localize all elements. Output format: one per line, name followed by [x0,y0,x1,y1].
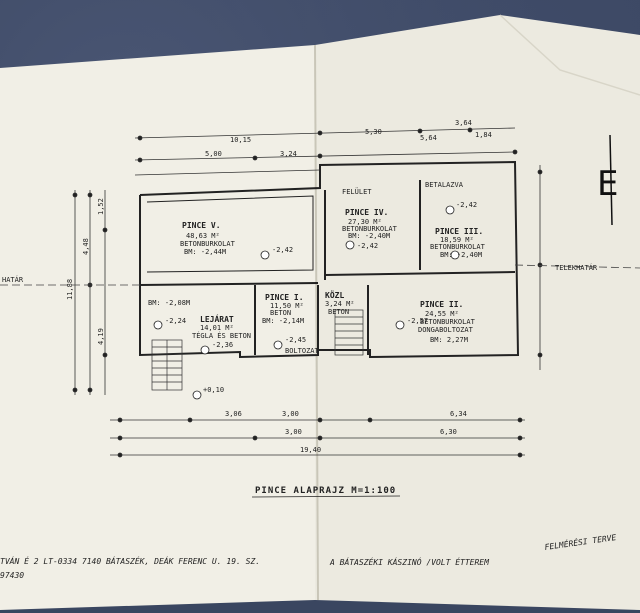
room-pince3-name: PINCE III. [435,227,483,236]
room-pince2-ceiling: DONGABOLTOZAT [418,326,474,334]
room-pince1-vault: BOLTOZAT [285,347,320,355]
dim-bot2: 3,00 [282,410,299,418]
room-pince2-floor: BETONBURKOLAT [420,318,476,326]
dim-top3: 5,64 [420,134,437,142]
room-lejarat-level: BM: -2,08M [148,299,190,307]
room-kozl-area: 3,24 M² [325,300,355,308]
note-felulet: FELÜLET [342,187,372,196]
property-boundary [0,264,640,286]
room-pince1-name: PINCE I. [265,293,304,302]
note-telekhatar-left: HATÁR [2,275,24,284]
dimension-lines-top [134,127,518,176]
dim-left3: 4,19 [97,328,105,345]
room-pince5-name: PINCE V. [182,221,221,230]
room-lejarat-name: LEJÁRAT [200,313,234,324]
room-lejarat-floor: TÉGLA ÉS BETON [192,331,251,340]
dim-bot1: 3,06 [225,410,242,418]
room-pince3-spot: -2,42 [456,201,477,209]
dim-bot3: 6,34 [450,410,467,418]
room-kozl-floor: BETON [328,308,349,316]
room-pince3-floor: BETONBURKOLAT [430,243,486,251]
room-pince4-floor: BETONBURKOLAT [342,225,398,233]
room-pince2-name: PINCE II. [420,300,463,309]
room-pince4-area: 27,30 M² [348,218,382,226]
footer-id: 97430 [0,571,24,580]
stairs-center [334,309,364,356]
room-lejarat-spot: -2,24 [165,317,186,325]
paper-fold [314,44,319,601]
room-pince5-level: BM: -2,44M [184,248,226,256]
dim-bot4: 3,00 [285,428,302,436]
room-lejarat-area: 14,01 M² [200,324,234,332]
section-letter: E [597,164,618,204]
room-pince2-spot: -2,57 [407,317,428,325]
room-pince1-level: BM: -2,14M [262,317,304,325]
dim-top1: 10,15 [230,136,251,144]
room-pince5-spot: -2,42 [272,246,293,254]
dim-top7: 1,84 [475,131,492,139]
dim-top6: 3,24 [280,150,297,158]
room-pince3-level: BM: -2,40M [440,251,482,259]
footer-address: TVÁN É 2 LT-0334 7140 BÁTASZÉK, DEÁK FER… [0,555,260,566]
plan-title-underline [251,495,401,498]
room-lejarat-spot2: -2,36 [212,341,233,349]
footer-building: A BÁTASZÉKI KÁSZINÓ /VOLT ÉTTEREM [329,556,490,567]
room-pince5-floor: BETONBURKOLAT [180,240,236,248]
dim-top4: 3,64 [455,119,472,127]
room-pince1-floor: BETON [270,309,291,317]
building-walls [139,160,520,359]
level-markers [153,205,460,400]
dimension-lines-bottom [110,417,525,458]
dim-top2: 5,30 [365,128,382,136]
dim-total: 19,40 [300,446,321,454]
dim-bot5: 6,30 [440,428,457,436]
dimension-lines-left [72,190,108,395]
paper-curl [499,14,640,96]
note-telekhatar-right: TELEKHATÁR [555,263,598,272]
note-spot-top: +0,10 [203,386,224,394]
room-pince5-area: 48,63 M² [186,232,220,240]
note-betalazva: BETALAZVA [425,181,464,189]
room-pince4-spot: -2,42 [357,242,378,250]
room-pince2-area: 24,55 M² [425,310,459,318]
dim-top5: 5,00 [205,150,222,158]
dim-left2: 11,88 [66,279,74,300]
paper-right-page [315,15,640,610]
dim-left1: 4,48 [82,238,90,255]
dim-left4: 1,52 [97,198,105,215]
room-pince4-level: BM: -2,40M [348,232,390,240]
room-kozl-name: KÖZL [325,290,344,300]
plan-title: PINCE ALAPRAJZ M=1:100 [255,486,396,496]
room-pince1-area: 11,50 M² [270,302,304,310]
room-pince3-area: 18,59 M² [440,236,474,244]
room-pince4-name: PINCE IV. [345,208,388,217]
room-pince2-level: BM: 2,27M [430,336,468,344]
stairs-left [151,339,183,391]
section-line [609,134,613,226]
room-pince1-spot: -2,45 [285,336,306,344]
